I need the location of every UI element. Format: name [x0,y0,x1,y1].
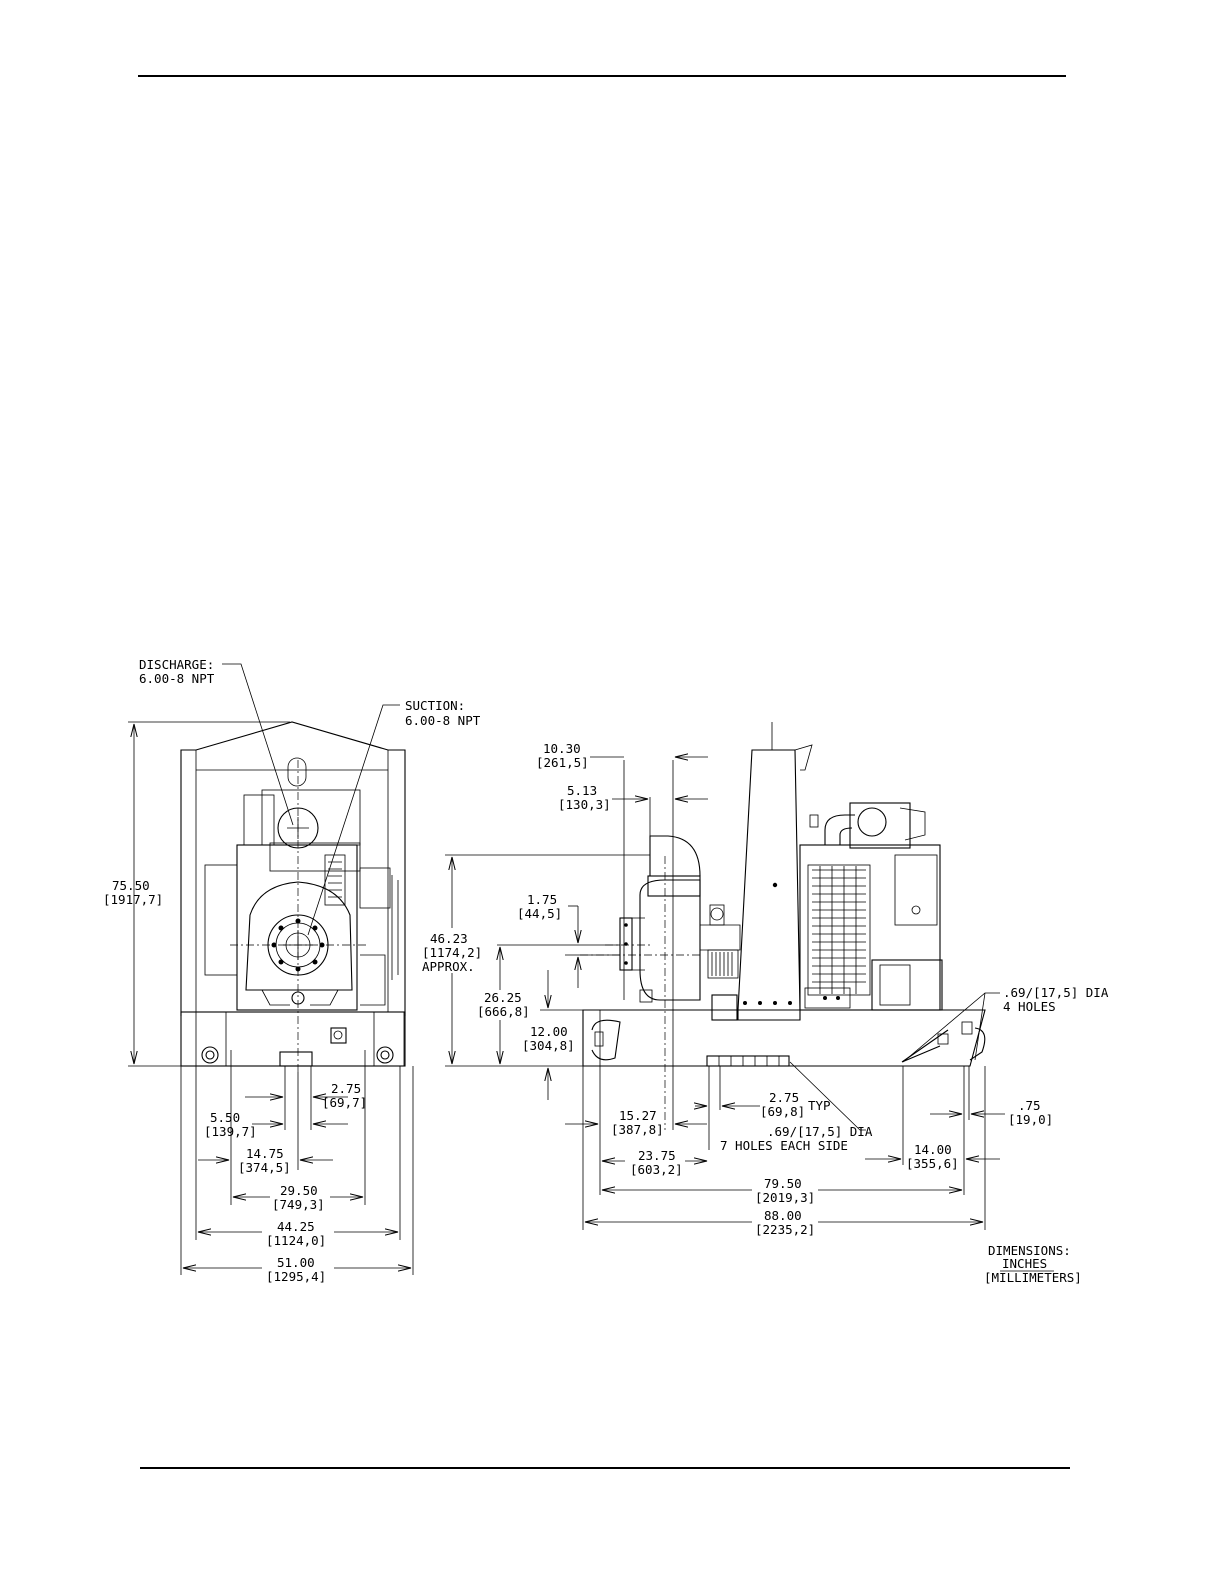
side-dim-26.25: 26.25 [484,990,522,1005]
header-rule [138,75,1066,77]
side-dim-2.75-mm: [69,8] [760,1104,805,1119]
discharge-label: DISCHARGE: [139,657,214,672]
front-dim-29.50-mm: [749,3] [272,1197,325,1212]
side-dim-88.00-mm: [2235,2] [755,1222,815,1237]
front-dim-14.75: 14.75 [246,1146,284,1161]
side-dim-typ: TYP [808,1098,831,1113]
front-height-dim: 75.50 [112,878,150,893]
units-note: DIMENSIONS: INCHES [MILLIMETERS] [984,1243,1082,1285]
pump-casing [639,879,701,1001]
units-inches: INCHES [1002,1256,1047,1271]
suction-label: SUCTION: [405,698,465,713]
front-dim-29.50: 29.50 [280,1183,318,1198]
side-dim-1.75-mm: [44,5] [517,906,562,921]
front-dim-14.75-mm: [374,5] [238,1160,291,1175]
side-view [580,722,986,1130]
side-dim-10.30: 10.30 [543,741,581,756]
front-frame [180,721,406,1016]
side-dim-26.25-mm: [666,8] [477,1004,530,1019]
front-dim-2.75-mm: [69,7] [322,1095,367,1110]
side-height-approx: APPROX. [422,959,475,974]
side-height-dim-mm: [1174,2] [422,945,482,960]
side-dim-5.13-mm: [130,3] [558,797,611,812]
side-base [582,1009,986,1067]
side-dim-12.00-mm: [304,8] [522,1038,575,1053]
discharge-elbow [649,835,701,877]
units-title: DIMENSIONS: [988,1243,1071,1258]
side-dim-15.27: 15.27 [619,1108,657,1123]
side-holes-7-dia: .69/[17,5] DIA [767,1124,873,1139]
front-dim-51.00: 51.00 [277,1255,315,1270]
side-dim-12.00: 12.00 [530,1024,568,1039]
front-dim-5.50-mm: [139,7] [204,1124,257,1139]
side-holes-4-dia: .69/[17,5] DIA [1003,985,1109,1000]
side-dim-10.30-mm: [261,5] [536,755,589,770]
side-dim-14.00-mm: [355,6] [906,1156,959,1171]
front-base [180,1011,406,1067]
side-dim-15.27-mm: [387,8] [611,1122,664,1137]
front-dim-44.25-mm: [1124,0] [266,1233,326,1248]
side-height-dim: 46.23 [430,931,468,946]
side-dim-79.50: 79.50 [764,1176,802,1191]
side-dim-.75: .75 [1018,1098,1041,1113]
front-dim-5.50: 5.50 [210,1110,240,1125]
side-dim-2.75: 2.75 [769,1090,799,1105]
front-dim-44.25: 44.25 [277,1219,315,1234]
side-labels: 10.30 [261,5] 5.13 [130,3] 1.75 [44,5] 4… [420,741,1109,1238]
side-dim-88.00: 88.00 [764,1208,802,1223]
side-dim-14.00: 14.00 [914,1142,952,1157]
discharge-size: 6.00-8 NPT [139,671,215,686]
air-cleaner [849,802,911,849]
units-millimeters: [MILLIMETERS] [984,1270,1082,1285]
side-holes-7-count: 7 HOLES EACH SIDE [720,1138,848,1153]
suction-size: 6.00-8 NPT [405,713,481,728]
side-dim-79.50-mm: [2019,3] [755,1190,815,1205]
engine-block [236,844,358,1011]
side-dim-23.75: 23.75 [638,1148,676,1163]
engine [799,844,941,1011]
side-holes-4-count: 4 HOLES [1003,999,1056,1014]
side-dim-.75-mm: [19,0] [1008,1112,1053,1127]
front-dim-51.00-mm: [1295,4] [266,1269,326,1284]
side-dim-1.75: 1.75 [527,892,557,907]
side-frame-panel [737,749,801,1021]
front-labels: DISCHARGE: 6.00-8 NPT SUCTION: 6.00-8 NP… [103,657,481,1286]
front-view [180,721,406,1072]
footer-rule [140,1467,1070,1469]
side-dim-23.75-mm: [603,2] [630,1162,683,1177]
front-dim-2.75: 2.75 [331,1081,361,1096]
side-dim-5.13: 5.13 [567,783,597,798]
front-height-dim-mm: [1917,7] [103,892,163,907]
pump-volute [245,881,353,991]
